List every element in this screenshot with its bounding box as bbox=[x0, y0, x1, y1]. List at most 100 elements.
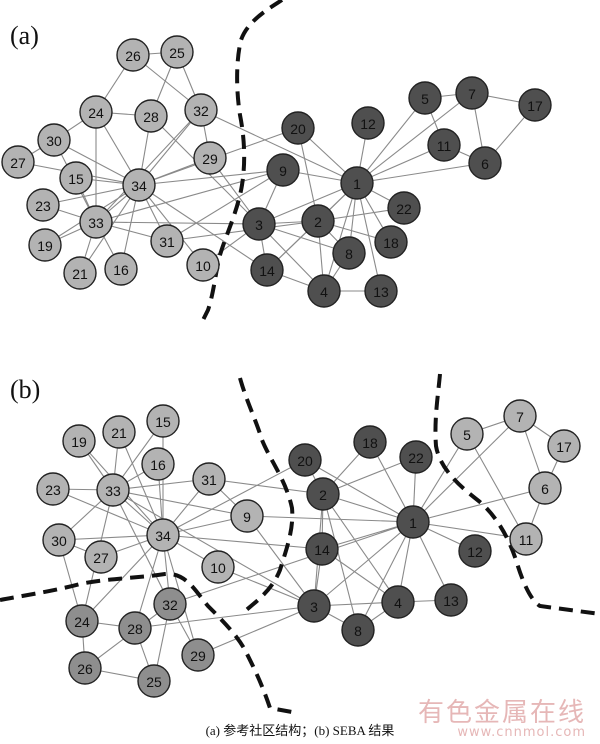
panel-b-node-circle-19 bbox=[62, 424, 96, 458]
panel-a-node-circle-8 bbox=[332, 236, 366, 270]
panel-a-node-circle-21 bbox=[63, 256, 97, 290]
panel-b-edge-14-34 bbox=[162, 534, 323, 550]
panel-a-edge-1-5 bbox=[356, 97, 426, 184]
panel-a-node-label-8: 8 bbox=[345, 246, 353, 262]
panel-b-node-16: 16 bbox=[141, 447, 175, 481]
panel-b-node-label-23: 23 bbox=[45, 482, 61, 498]
panel-b-node-circle-1 bbox=[396, 505, 430, 539]
panel-a-node-19: 19 bbox=[28, 228, 62, 262]
panel-a-node-label-18: 18 bbox=[383, 235, 399, 251]
panel-a-node-label-3: 3 bbox=[255, 217, 263, 233]
panel-b-node-label-28: 28 bbox=[127, 621, 143, 637]
panel-a-edge-2-31 bbox=[166, 220, 319, 242]
panel-a-node-label-9: 9 bbox=[279, 163, 287, 179]
panel-b-node-circle-13 bbox=[434, 583, 468, 617]
panel-a-node-circle-17 bbox=[518, 88, 552, 122]
panel-a-node-23: 23 bbox=[26, 188, 60, 222]
panel-b-node-circle-7 bbox=[503, 399, 537, 433]
panel-b-node-30: 30 bbox=[42, 523, 76, 557]
panel-a-node-circle-9 bbox=[266, 153, 300, 187]
panel-a-node-circle-18 bbox=[374, 225, 408, 259]
panel-a-node-circle-19 bbox=[28, 228, 62, 262]
panel-a-node-label-4: 4 bbox=[320, 284, 328, 300]
panel-b-edge-9-33 bbox=[112, 489, 248, 517]
panel-b-edge-1-3 bbox=[313, 521, 414, 607]
panel-b-node-label-4: 4 bbox=[394, 595, 402, 611]
panel-a-node-1: 1 bbox=[340, 166, 374, 200]
panel-b-node-circle-28 bbox=[118, 611, 152, 645]
panel-b-edge-3-29 bbox=[197, 605, 315, 656]
panel-a-node-6: 6 bbox=[468, 146, 502, 180]
panel-a-label: (a) bbox=[10, 21, 39, 50]
panel-b-edge-5-11 bbox=[466, 433, 527, 540]
panel-b-node-circle-16 bbox=[141, 447, 175, 481]
panel-a-node-2: 2 bbox=[301, 204, 335, 238]
panel-a-node-circle-12 bbox=[351, 106, 385, 140]
panel-b-edge-3-10 bbox=[217, 566, 315, 607]
panel-b-edge-30-34 bbox=[58, 534, 164, 541]
panel-b-node-circle-18 bbox=[353, 425, 387, 459]
panel-b-node-3: 3 bbox=[297, 589, 331, 623]
panel-a-node-21: 21 bbox=[63, 256, 97, 290]
panel-b-node-circle-22 bbox=[399, 440, 433, 474]
panel-a-node-3: 3 bbox=[242, 207, 276, 241]
panel-a-node-17: 17 bbox=[518, 88, 552, 122]
panel-b-node-circle-9 bbox=[230, 499, 264, 533]
panel-b-node-label-22: 22 bbox=[408, 450, 424, 466]
panel-a-node-circle-23 bbox=[26, 188, 60, 222]
panel-b-edge-24-34 bbox=[81, 534, 164, 622]
panel-b-edge-21-34 bbox=[118, 431, 164, 536]
panel-a-node-7: 7 bbox=[455, 76, 489, 110]
panel-a-node-circle-3 bbox=[242, 207, 276, 241]
panel-b-node-label-16: 16 bbox=[150, 457, 166, 473]
panel-a-node-label-25: 25 bbox=[169, 45, 185, 61]
panel-b-node-label-6: 6 bbox=[541, 481, 549, 497]
panel-a-edge-9-31 bbox=[166, 169, 284, 242]
panel-b-node-29: 29 bbox=[181, 638, 215, 672]
panel-a-node-9: 9 bbox=[266, 153, 300, 187]
panel-a-node-18: 18 bbox=[374, 225, 408, 259]
panel-b-node-circle-3 bbox=[297, 589, 331, 623]
panel-a-node-label-5: 5 bbox=[421, 91, 429, 107]
panel-b-node-label-31: 31 bbox=[201, 472, 217, 488]
panel-b-node-label-9: 9 bbox=[243, 509, 251, 525]
panel-a-node-circle-11 bbox=[427, 128, 461, 162]
panel-b-node-23: 23 bbox=[36, 472, 70, 506]
watermark-sub-text: www.cnnmol.com bbox=[457, 725, 586, 740]
panel-b-node-20: 20 bbox=[288, 443, 322, 477]
panel-a-node-circle-6 bbox=[468, 146, 502, 180]
panel-b-node-14: 14 bbox=[305, 532, 339, 566]
panel-a-node-circle-24 bbox=[79, 95, 113, 129]
panel-b-node-1: 1 bbox=[396, 505, 430, 539]
panel-a-node-30: 30 bbox=[37, 123, 71, 157]
panel-a-node-label-11: 11 bbox=[437, 138, 452, 154]
panel-b-edge-2-31 bbox=[208, 478, 324, 495]
panel-a-node-circle-25 bbox=[160, 35, 194, 69]
panel-a-node-circle-2 bbox=[301, 204, 335, 238]
panel-b-node-label-5: 5 bbox=[463, 427, 471, 443]
panel-b-node-19: 19 bbox=[62, 424, 96, 458]
panel-b-node-label-18: 18 bbox=[362, 435, 378, 451]
panel-a-node-31: 31 bbox=[150, 224, 184, 258]
panel-b-node-22: 22 bbox=[399, 440, 433, 474]
panel-a-node-circle-32 bbox=[184, 93, 218, 127]
panel-a-node-label-28: 28 bbox=[143, 109, 159, 125]
panel-a-edge-3-33 bbox=[95, 221, 260, 225]
panel-a-node-5: 5 bbox=[408, 81, 442, 115]
panel-a-node-12: 12 bbox=[351, 106, 385, 140]
panel-a-node-label-32: 32 bbox=[193, 103, 209, 119]
panel-a-node-label-13: 13 bbox=[373, 284, 389, 300]
panel-b-node-circle-11 bbox=[509, 522, 543, 556]
panel-b-label: (b) bbox=[10, 375, 40, 404]
panel-b-edge-1-6 bbox=[412, 487, 546, 523]
panel-a-node-label-14: 14 bbox=[259, 263, 275, 279]
panel-a-node-circle-29 bbox=[193, 141, 227, 175]
panel-a-node-label-17: 17 bbox=[527, 98, 543, 114]
panel-b-node-label-11: 11 bbox=[519, 532, 534, 548]
panel-a-edge-1-3 bbox=[258, 182, 358, 225]
panel-b-node-circle-15 bbox=[146, 404, 180, 438]
panel-b-node-7: 7 bbox=[503, 399, 537, 433]
panel-a-edge-32-33 bbox=[95, 109, 202, 223]
panel-a-node-label-22: 22 bbox=[396, 201, 412, 217]
